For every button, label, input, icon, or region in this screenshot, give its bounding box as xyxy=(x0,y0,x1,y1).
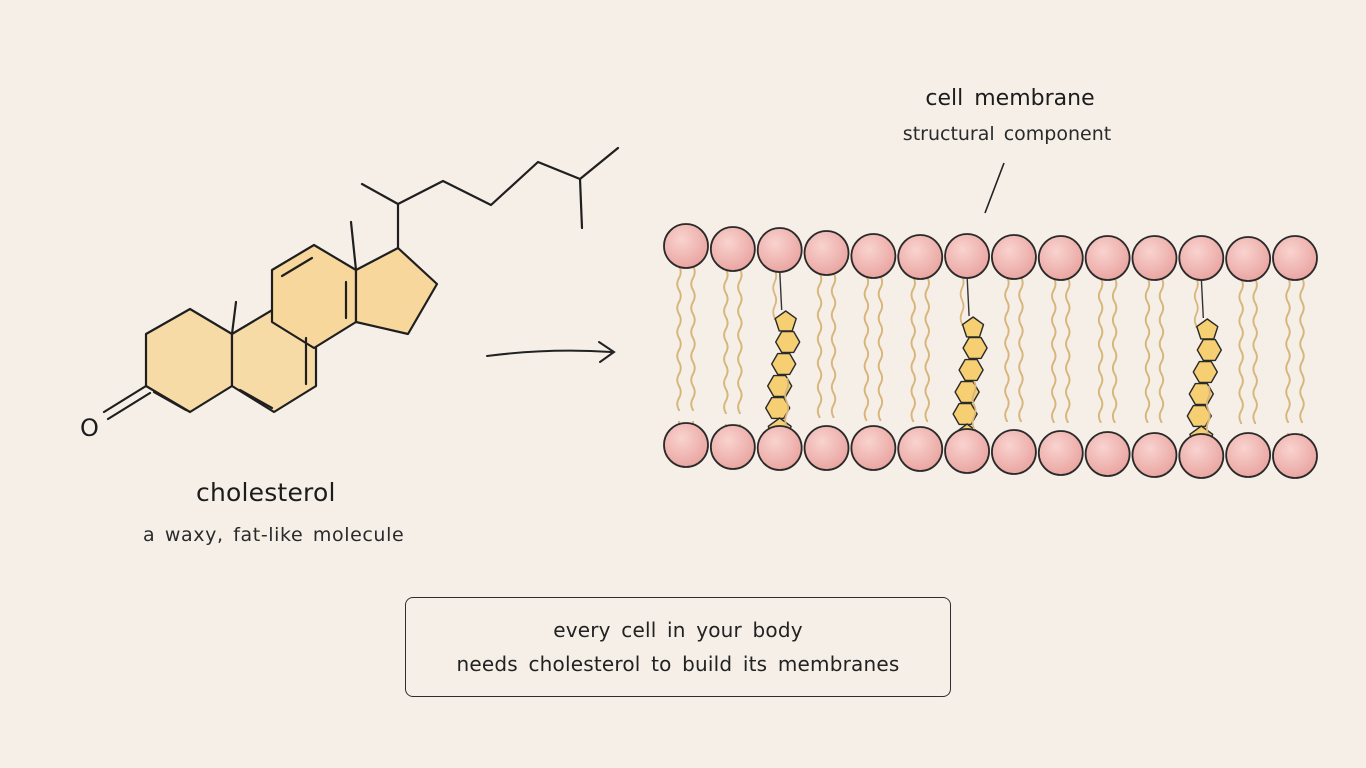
membrane-subtitle: structural component xyxy=(902,123,1112,145)
lipid-tail xyxy=(676,265,682,411)
arrow xyxy=(486,341,616,363)
cholesterol-ring xyxy=(962,336,988,360)
phospholipid-head-top xyxy=(709,226,756,272)
phospholipid-head-top xyxy=(1178,235,1225,281)
cholesterol-ring xyxy=(1196,318,1219,340)
double-bond-b xyxy=(238,388,274,410)
phospholipid-head-top xyxy=(944,233,990,279)
phospholipid-head-bottom xyxy=(944,428,990,474)
carbonyl-bond xyxy=(102,384,148,414)
molecule-description: a waxy, fat-like molecule xyxy=(143,524,405,546)
lipid-tail xyxy=(1158,277,1165,423)
lipid-tail xyxy=(1004,276,1010,422)
cholesterol-ring xyxy=(1196,338,1223,362)
membrane-title: cell membrane xyxy=(925,86,1095,111)
lipid-tail xyxy=(1018,276,1024,422)
phospholipid-head-top xyxy=(1272,235,1318,281)
lipid-tail xyxy=(971,380,977,433)
phospholipid-head-top xyxy=(1131,235,1178,281)
phospholipid-head-top xyxy=(1084,235,1131,281)
lipid-tail xyxy=(723,268,729,414)
lipid-tail xyxy=(863,275,870,421)
lipid-tail xyxy=(959,275,965,326)
lipid-tail xyxy=(1144,277,1151,423)
oxygen-atom-label: O xyxy=(80,414,99,442)
phospholipid-head-top xyxy=(1225,236,1272,282)
double-bond-a xyxy=(152,390,188,412)
phospholipid-head-top xyxy=(663,223,709,269)
lipid-tail xyxy=(737,268,743,414)
lipid-tail xyxy=(1193,277,1199,328)
phospholipid-head-bottom xyxy=(1225,432,1272,478)
cholesterol-stalk xyxy=(778,269,783,311)
lipid-tail xyxy=(690,265,696,411)
lipid-tail xyxy=(1285,277,1291,423)
lipid-tail xyxy=(1111,277,1118,423)
side-chain-end xyxy=(578,177,584,230)
lipid-bilayer xyxy=(663,223,1318,479)
lipid-tail xyxy=(1097,277,1104,423)
double-bond-c xyxy=(280,256,314,278)
phospholipid-head-bottom xyxy=(1131,432,1178,478)
cholesterol-stalk xyxy=(966,275,970,317)
cholesterol-structure xyxy=(102,146,620,421)
cholesterol-ring xyxy=(958,358,984,382)
phospholipid-head-top xyxy=(803,230,850,276)
lipid-tail xyxy=(877,275,884,421)
cholesterol-ring xyxy=(961,316,985,338)
label-pointer-line xyxy=(984,162,1005,214)
side-chain-methyl xyxy=(360,182,400,206)
phospholipid-head-top xyxy=(850,233,897,279)
phospholipid-head-bottom xyxy=(850,425,897,471)
cholesterol-ring xyxy=(765,396,791,420)
phospholipid-head-bottom xyxy=(756,425,803,471)
cholesterol-ring xyxy=(775,330,801,354)
lipid-tail xyxy=(1299,277,1305,423)
methyl-19 xyxy=(230,300,238,336)
lipid-tail xyxy=(910,276,916,422)
note-line-2: needs cholesterol to build its membranes xyxy=(456,652,900,676)
lipid-tail xyxy=(1238,278,1244,424)
phospholipid-head-bottom xyxy=(1272,433,1318,479)
phospholipid-head-top xyxy=(1037,235,1084,281)
phospholipid-head-bottom xyxy=(1178,433,1225,479)
lipid-tail xyxy=(772,269,778,320)
lipid-tail xyxy=(1065,277,1071,423)
note-box: every cell in your body needs cholestero… xyxy=(405,597,951,697)
phospholipid-head-bottom xyxy=(1084,431,1131,477)
cholesterol-ring xyxy=(774,310,797,332)
phospholipid-head-bottom xyxy=(803,425,850,471)
phospholipid-head-bottom xyxy=(991,429,1037,475)
lipid-tail xyxy=(830,272,837,418)
phospholipid-head-top xyxy=(897,234,944,280)
methyl-18 xyxy=(349,220,358,272)
phospholipid-head-top xyxy=(991,234,1037,280)
carbonyl-bond-2 xyxy=(106,391,152,421)
phospholipid-head-bottom xyxy=(1037,430,1084,476)
side-chain xyxy=(396,146,620,250)
cholesterol-ring xyxy=(1192,360,1219,384)
phospholipid-head-bottom xyxy=(897,426,944,472)
phospholipid-head-top xyxy=(756,227,803,273)
cholesterol-ring xyxy=(1186,404,1213,428)
phospholipid-head-bottom xyxy=(709,424,756,470)
lipid-tail xyxy=(1205,385,1211,438)
ring-a xyxy=(144,307,234,414)
phospholipid-head-bottom xyxy=(663,422,709,468)
lipid-tail xyxy=(784,377,790,430)
molecule-name: cholesterol xyxy=(196,478,336,507)
ring-d xyxy=(354,246,439,336)
note-line-1: every cell in your body xyxy=(553,618,803,642)
cholesterol-ring xyxy=(952,402,978,426)
lipid-tail xyxy=(1252,278,1258,424)
lipid-tail xyxy=(924,276,930,422)
cholesterol-ring xyxy=(771,352,797,376)
lipid-tail xyxy=(816,272,823,418)
lipid-tail xyxy=(1051,277,1057,423)
cholesterol-stalk xyxy=(1200,277,1205,319)
